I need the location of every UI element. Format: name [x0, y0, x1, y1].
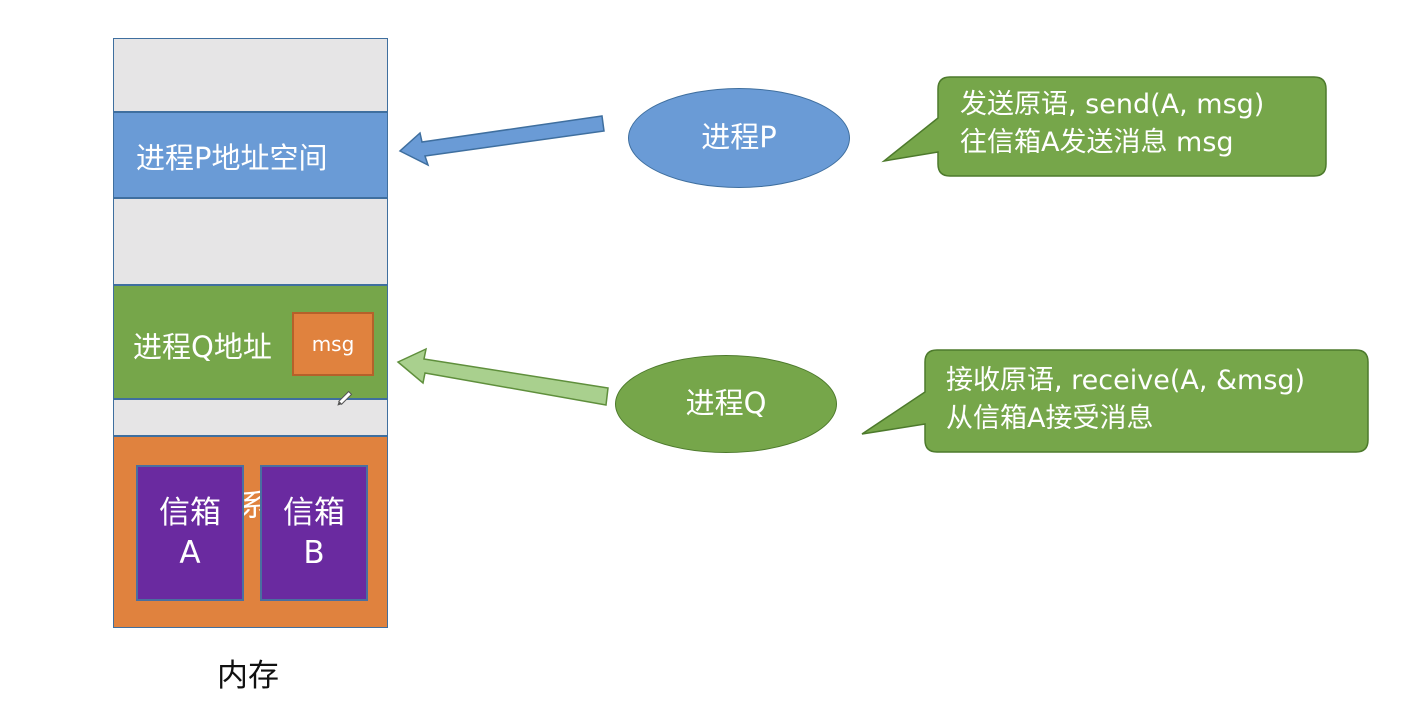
memory-free-lower	[113, 399, 388, 436]
receive-callout-line1: 接收原语, receive(A, &msg)	[946, 365, 1306, 396]
memory-free-top	[113, 38, 388, 112]
os-address-space: 系统地址 信箱 A 信箱 B	[113, 436, 388, 628]
receive-callout-line2: 从信箱A接受消息	[946, 403, 1154, 434]
send-callout-text: 发送原语, send(A, msg) 往信箱A发送消息 msg	[960, 86, 1264, 162]
arrow-p-to-address-space	[398, 115, 605, 167]
mailbox-b-label: 信箱	[283, 495, 345, 531]
arrow-q-to-address-space	[396, 347, 609, 406]
process-q-address-space: 进程Q地址	[113, 285, 388, 399]
mailbox-a-id: A	[179, 535, 201, 571]
receive-callout-bubble	[861, 349, 1369, 453]
mailbox-a: 信箱 A	[136, 465, 244, 601]
send-callout-line2: 往信箱A发送消息 msg	[960, 127, 1234, 158]
process-q-label: 进程Q	[685, 386, 767, 420]
process-p-node: 进程P	[628, 88, 850, 188]
process-p-address-space: 进程P地址空间	[113, 112, 388, 198]
process-q-node: 进程Q	[615, 355, 837, 453]
process-p-address-label: 进程P地址空间	[136, 141, 328, 175]
send-callout-bubble	[881, 76, 1327, 177]
process-p-label: 进程P	[701, 120, 777, 154]
process-q-address-label: 进程Q地址	[133, 330, 272, 364]
mailbox-b-id: B	[303, 535, 325, 571]
send-callout-line1: 发送原语, send(A, msg)	[960, 89, 1265, 120]
memory-caption: 内存	[217, 658, 279, 694]
receive-callout-text: 接收原语, receive(A, &msg) 从信箱A接受消息	[946, 362, 1305, 438]
mailbox-a-label: 信箱	[159, 495, 221, 531]
memory-free-middle	[113, 198, 388, 285]
pencil-cursor-icon	[337, 390, 353, 406]
mailbox-b: 信箱 B	[260, 465, 368, 601]
message-block: msg	[292, 312, 374, 376]
